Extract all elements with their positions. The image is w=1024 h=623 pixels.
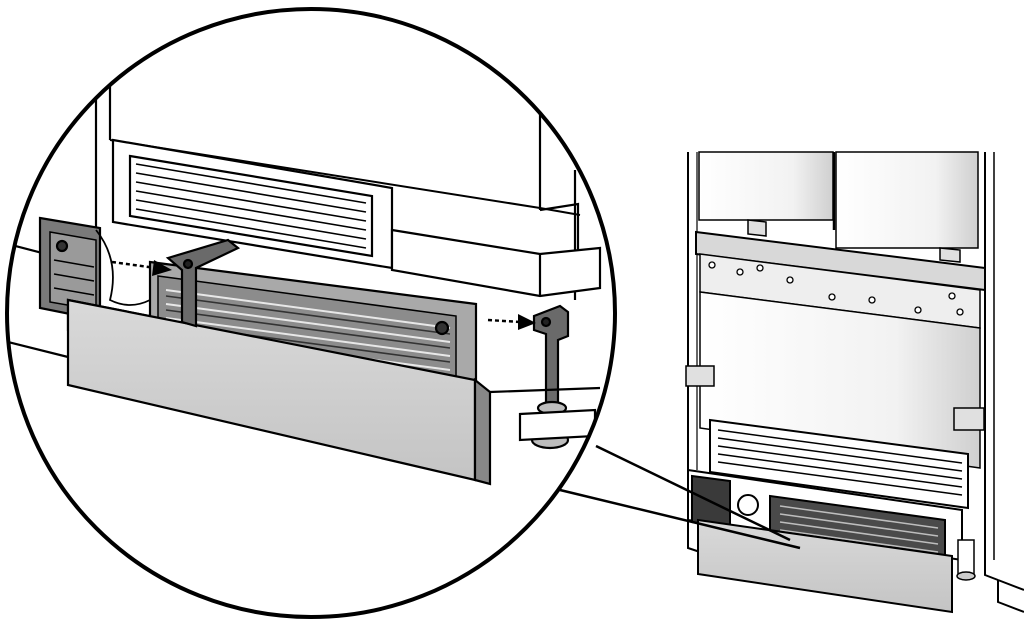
leveling-foot-small-base [956, 571, 976, 581]
toe-kick-plinth [697, 518, 953, 614]
detail-grille-screw [434, 320, 450, 336]
detail-panel-bottom-edge [109, 139, 581, 216]
door-hinge-right [939, 247, 961, 263]
detail-vent-slats [135, 163, 367, 249]
cabinet-right-wall [984, 152, 999, 581]
rail-holes [708, 261, 964, 316]
detail-magnified-view [7, 80, 602, 486]
upper-door-right [835, 151, 979, 249]
detail-panel-corner [539, 202, 580, 250]
detail-floor-line [489, 386, 601, 394]
cabinet-left-wall [687, 152, 701, 553]
door-hinge-left [747, 219, 767, 237]
detail-vent-inner [128, 154, 374, 258]
detail-grille-end-slats [53, 259, 95, 296]
upper-door-left [698, 151, 834, 221]
grille-front-slats [779, 505, 939, 553]
leveling-foot-small [957, 539, 975, 575]
detail-end-screw [55, 239, 69, 253]
floor-edge [997, 579, 1024, 613]
arrow-right-icon [487, 314, 536, 330]
side-bracket-left [685, 365, 715, 387]
detail-cable-loop [95, 229, 151, 306]
callout-lines [559, 444, 801, 550]
appliance-overview [685, 151, 1024, 614]
side-bracket-right [953, 407, 985, 431]
detail-clip-screw [182, 258, 194, 270]
upper-vent [709, 418, 969, 510]
detail-cabinet-left [94, 80, 112, 230]
arrow-right-icon [111, 260, 172, 276]
upper-vent-slats [717, 429, 963, 496]
detail-plinth-edge [473, 377, 492, 486]
detail-floor-block [518, 408, 597, 442]
mounting-rail-top [695, 230, 986, 292]
detail-leveling-bracket [532, 304, 570, 406]
detail-circle-frame [5, 7, 617, 619]
detail-bracket-screw [540, 316, 552, 328]
grille-screw [737, 494, 759, 516]
